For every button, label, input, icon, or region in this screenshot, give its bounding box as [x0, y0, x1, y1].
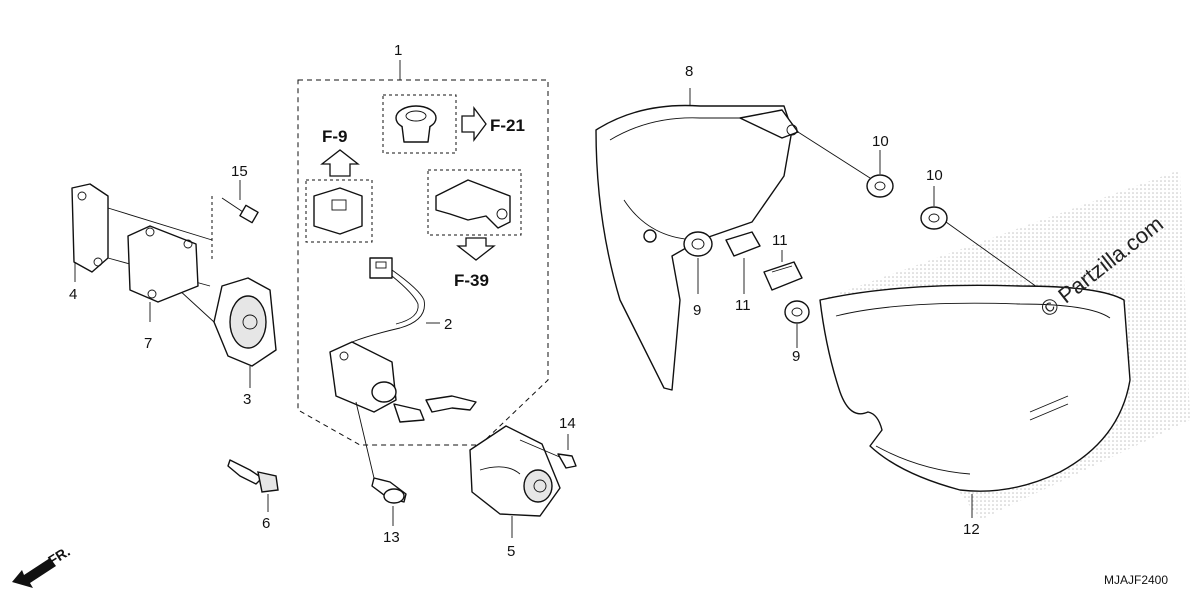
- callout-9-lower: 9: [792, 348, 800, 365]
- grommet-9-lower: [784, 300, 810, 348]
- grommet-10-upper: [866, 150, 894, 198]
- lock-cylinder-part: [129, 244, 277, 388]
- callout-11-lower: 11: [772, 232, 788, 249]
- frame-part-8: [595, 88, 871, 391]
- callout-15: 15: [231, 163, 248, 180]
- bolt-part-13: [355, 401, 407, 526]
- key-part-6: [227, 459, 279, 512]
- callout-14: 14: [559, 415, 576, 432]
- grommet-11-lower: [763, 250, 803, 291]
- front-arrow-icon: [12, 558, 56, 588]
- callout-labels: 1 2 3 4 5 6 7 8 9 9 10 10 11 11 12 13 14…: [69, 42, 980, 560]
- arrow-right-icon: [461, 106, 487, 142]
- cover-part-5: [469, 425, 561, 538]
- diagram-code: MJAJF2400: [1104, 573, 1168, 587]
- callout-3: 3: [243, 391, 251, 408]
- callout-10-lower: 10: [926, 167, 943, 184]
- connector-part: [305, 149, 373, 243]
- arrow-up-icon: [320, 149, 360, 177]
- callout-8: 8: [685, 63, 693, 80]
- grommet-10-lower: [920, 186, 1045, 293]
- grommet-11-upper: [725, 231, 761, 294]
- callout-12: 12: [963, 521, 980, 538]
- callout-9-upper: 9: [693, 302, 701, 319]
- ref-f39: F-39: [454, 271, 489, 290]
- callout-13: 13: [383, 529, 400, 546]
- callout-6: 6: [262, 515, 270, 532]
- front-arrow: FR.: [12, 543, 73, 588]
- callout-2: 2: [444, 316, 452, 333]
- seat-lock-part: [382, 94, 487, 154]
- side-cover-part-12: [819, 284, 1131, 518]
- grommet-9-upper: [683, 231, 713, 294]
- callout-10-upper: 10: [872, 133, 889, 150]
- callout-11-upper: 11: [735, 297, 751, 314]
- screw-part-14: [519, 434, 577, 469]
- bolt-part-15: [211, 180, 259, 260]
- callout-5: 5: [507, 543, 515, 560]
- ignition-switch-part: [329, 257, 477, 423]
- ref-f9: F-9: [322, 127, 348, 146]
- helmet-holder-part: [427, 169, 522, 261]
- arrow-down-icon: [456, 237, 496, 261]
- callout-4: 4: [69, 286, 77, 303]
- plate-part-7: [127, 225, 199, 322]
- callout-7: 7: [144, 335, 152, 352]
- assembly-box: [297, 60, 549, 446]
- ref-f21: F-21: [490, 116, 525, 135]
- callout-1: 1: [394, 42, 402, 59]
